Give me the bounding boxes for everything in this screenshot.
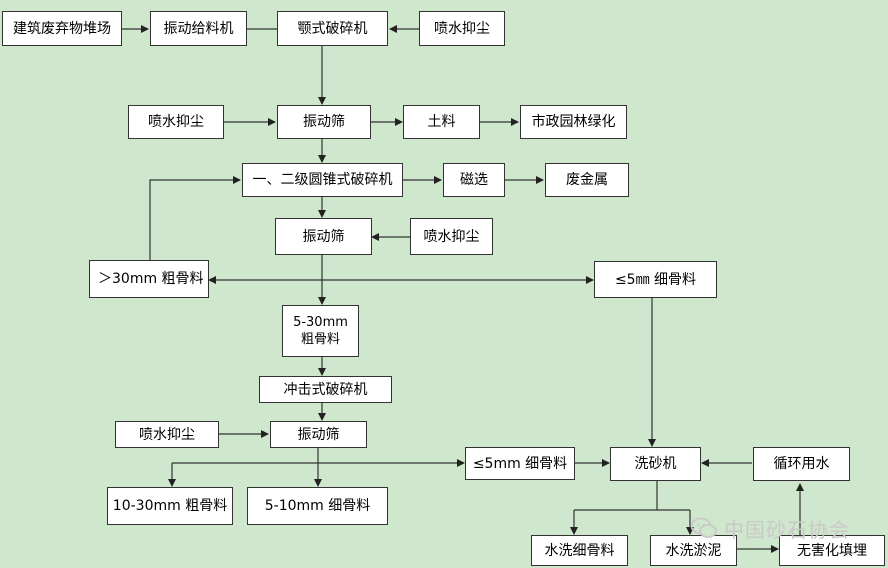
node-coarse-10-30: 10-30mm 粗骨料: [107, 487, 233, 525]
watermark-text: 中国砂石协会: [724, 517, 850, 542]
node-construction-waste-yard: 建筑废弃物堆场: [2, 11, 122, 46]
node-vibrating-screen-2: 振动筛: [275, 218, 372, 255]
node-cone-crusher: 一、二级圆锥式破碎机: [242, 163, 403, 197]
node-coarse-5-30-size: 5-30mm: [293, 315, 348, 330]
node-sand-washer: 洗砂机: [610, 447, 701, 481]
node-coarse-5-30: 5-30mm 粗骨料: [282, 305, 359, 357]
node-vibrating-screen-3: 振动筛: [270, 421, 367, 448]
node-impact-crusher: 冲击式破碎机: [259, 376, 392, 403]
node-scrap-metal: 废金属: [545, 163, 629, 197]
node-harmless-landfill: 无害化填埋: [779, 535, 885, 566]
node-vibrating-feeder: 振动给料机: [150, 11, 247, 46]
node-soil: 土料: [403, 105, 480, 139]
node-municipal-greening: 市政园林绿化: [520, 105, 627, 139]
node-spray-dust-2: 喷水抑尘: [128, 105, 224, 139]
arrow-coarse-return-to-cone: [149, 176, 241, 260]
node-recycled-water: 循环用水: [753, 447, 850, 481]
node-magnetic-separation: 磁选: [443, 163, 505, 197]
node-fine-le5-top: ≤5㎜ 细骨料: [594, 261, 717, 298]
wechat-icon: [690, 517, 717, 538]
node-washed-fine-aggregate: 水洗细骨料: [531, 535, 628, 566]
node-jaw-crusher: 颚式破碎机: [277, 11, 388, 46]
node-fine-5-10: 5-10mm 细骨料: [247, 487, 388, 525]
node-spray-dust-top: 喷水抑尘: [419, 11, 505, 46]
node-fine-le5-mid: ≤5mm 细骨料: [465, 447, 575, 480]
node-spray-dust-3: 喷水抑尘: [410, 218, 493, 255]
node-coarse-gt30: ＞30mm 粗骨料: [89, 260, 209, 298]
node-coarse-5-30-label: 粗骨料: [300, 332, 340, 347]
node-vibrating-screen-1: 振动筛: [277, 105, 371, 139]
watermark: 中国砂石协会: [690, 514, 850, 542]
node-spray-dust-4: 喷水抑尘: [115, 421, 219, 448]
node-washed-sludge: 水洗淤泥: [650, 535, 737, 566]
